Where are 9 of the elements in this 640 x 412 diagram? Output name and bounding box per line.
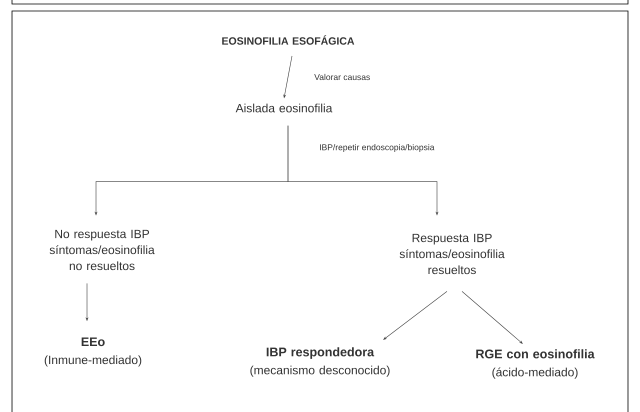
outcome-text: RGE con eosinofilia (ácido-mediado) (476, 349, 595, 379)
edge-label: Valorar causas (313, 72, 372, 82)
flow-text: Respuesta IBP síntomas/eosinofilia resueltos (400, 234, 505, 274)
outcome-text: IBP respondedora (mecanismo desconocido) (250, 347, 390, 377)
heading-text: EOSINOFILIA ESOFÁGICA (222, 35, 354, 45)
outcome-text: EEo (Inmune-mediado) (44, 337, 142, 367)
flow-text: No respuesta IBP síntomas/eosinofilia no resueltos (50, 230, 155, 270)
flow-text: Aislada eosinofilia (236, 104, 332, 112)
edge-label: IBP/repetir endoscopia/biopsia (318, 143, 436, 153)
